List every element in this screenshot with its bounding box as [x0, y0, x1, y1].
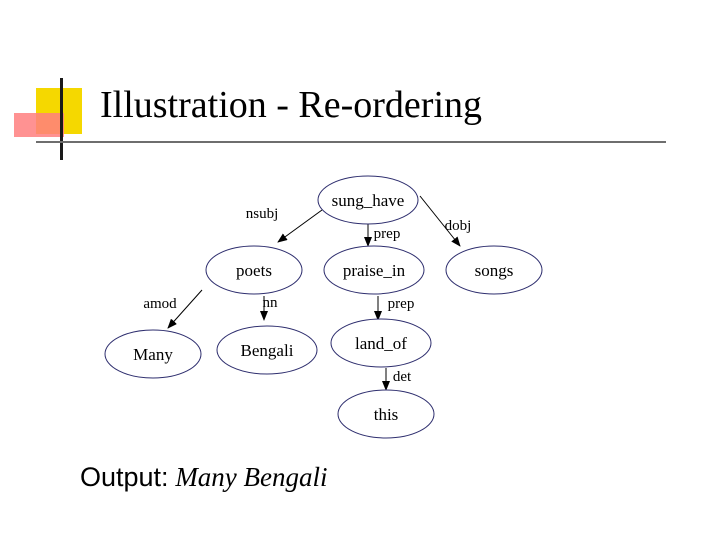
edge-label-det: det	[393, 369, 412, 385]
node-songs	[445, 245, 543, 295]
edge-nsubj	[277, 209, 323, 243]
edge-dobj	[419, 195, 461, 247]
node-label-land-of: land_of	[355, 334, 407, 353]
tree-edges	[167, 195, 461, 391]
node-label-praise-in: praise_in	[343, 261, 406, 280]
node-bengali	[216, 325, 318, 375]
node-label-sung-have: sung_have	[332, 191, 405, 210]
edge-label-dobj: dobj	[445, 218, 472, 234]
node-land-of	[330, 318, 432, 368]
output-phrase: Many Bengali	[175, 462, 328, 492]
edge-labels: nsubj prep dobj amod nn prep det	[143, 206, 471, 385]
edge-label-amod: amod	[143, 296, 177, 312]
node-labels: sung_have poets praise_in songs Many Ben…	[133, 191, 513, 424]
edge-label-prep-1: prep	[374, 226, 401, 242]
output-line: Output: Many Bengali	[80, 462, 328, 493]
node-label-many: Many	[133, 345, 173, 364]
edge-label-prep-2: prep	[388, 296, 415, 312]
edge-label-nn: nn	[263, 295, 279, 311]
node-label-this: this	[374, 405, 399, 424]
node-label-songs: songs	[475, 261, 514, 280]
edge-amod	[167, 289, 203, 329]
node-label-poets: poets	[236, 261, 272, 280]
output-prefix: Output:	[80, 462, 169, 492]
node-label-bengali: Bengali	[241, 341, 294, 360]
logo-red-bar	[14, 113, 64, 137]
slide-title: Illustration - Re-ordering	[100, 84, 483, 126]
node-praise-in	[323, 245, 425, 295]
tree-nodes	[104, 175, 543, 439]
edge-label-nsubj: nsubj	[246, 206, 279, 222]
node-sung-have	[317, 175, 419, 225]
logo-vertical-line	[60, 78, 63, 160]
title-underline	[36, 141, 666, 143]
node-poets	[205, 245, 303, 295]
node-this	[337, 389, 435, 439]
node-many	[104, 329, 202, 379]
